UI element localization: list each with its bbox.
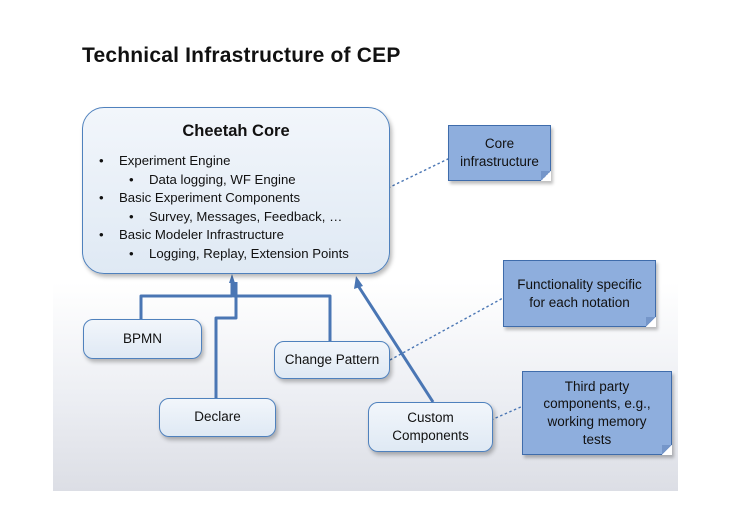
note-fold <box>541 171 551 181</box>
core-feature-subitem: Logging, Replay, Extension Points <box>97 245 349 264</box>
note-fold <box>662 445 672 455</box>
core-feature-subitem: Survey, Messages, Feedback, … <box>97 208 349 227</box>
core-arrowhead-2 <box>354 276 363 289</box>
core-feature-item: Basic Experiment Components <box>97 189 349 208</box>
core-feature-list: Experiment EngineData logging, WF Engine… <box>97 152 349 264</box>
custom-components-box: Custom Components <box>368 402 493 452</box>
core-feature-subitem: Data logging, WF Engine <box>97 171 349 190</box>
third-party-note-dotted <box>490 405 524 421</box>
core-note-dotted <box>387 157 451 189</box>
functionality-note: Functionality specific for each notation <box>503 260 656 327</box>
note-line: Functionality specific <box>517 276 642 292</box>
note-line: for each notation <box>529 294 630 310</box>
declare-box: Declare <box>159 398 276 437</box>
core-feature-item: Experiment Engine <box>97 152 349 171</box>
custom-label-line2: Components <box>392 428 469 443</box>
third-party-note: Third party components, e.g., working me… <box>522 371 672 455</box>
note-line: Third party <box>564 378 630 394</box>
note-line: components, e.g., <box>543 396 651 412</box>
change-pattern-label: Change Pattern <box>284 351 380 367</box>
bpmn-label: BPMN <box>122 330 162 346</box>
custom-label-line1: Custom <box>407 409 454 425</box>
note-line: Core <box>484 136 515 152</box>
core-feature-item: Basic Modeler Infrastructure <box>97 226 349 245</box>
core-arrowhead-1 <box>229 274 235 283</box>
custom-components-connector <box>355 283 435 403</box>
note-line: tests <box>582 431 612 447</box>
core-infrastructure-note: Core infrastructure <box>448 125 551 181</box>
cheetah-core-box: Cheetah Core Experiment EngineData loggi… <box>82 107 390 274</box>
note-fold <box>646 317 656 327</box>
note-line: working memory <box>547 414 647 429</box>
functionality-note-dotted <box>389 297 504 361</box>
change-pattern-box: Change Pattern <box>274 341 390 379</box>
bpmn-box: BPMN <box>83 319 202 359</box>
bpmn-connector <box>139 282 234 319</box>
declare-connector <box>214 282 238 398</box>
declare-label: Declare <box>194 409 241 425</box>
slide-title: Technical Infrastructure of CEP <box>82 44 401 67</box>
core-title: Cheetah Core <box>182 122 290 140</box>
note-line: infrastructure <box>460 154 539 169</box>
change-pattern-connector <box>232 282 332 342</box>
